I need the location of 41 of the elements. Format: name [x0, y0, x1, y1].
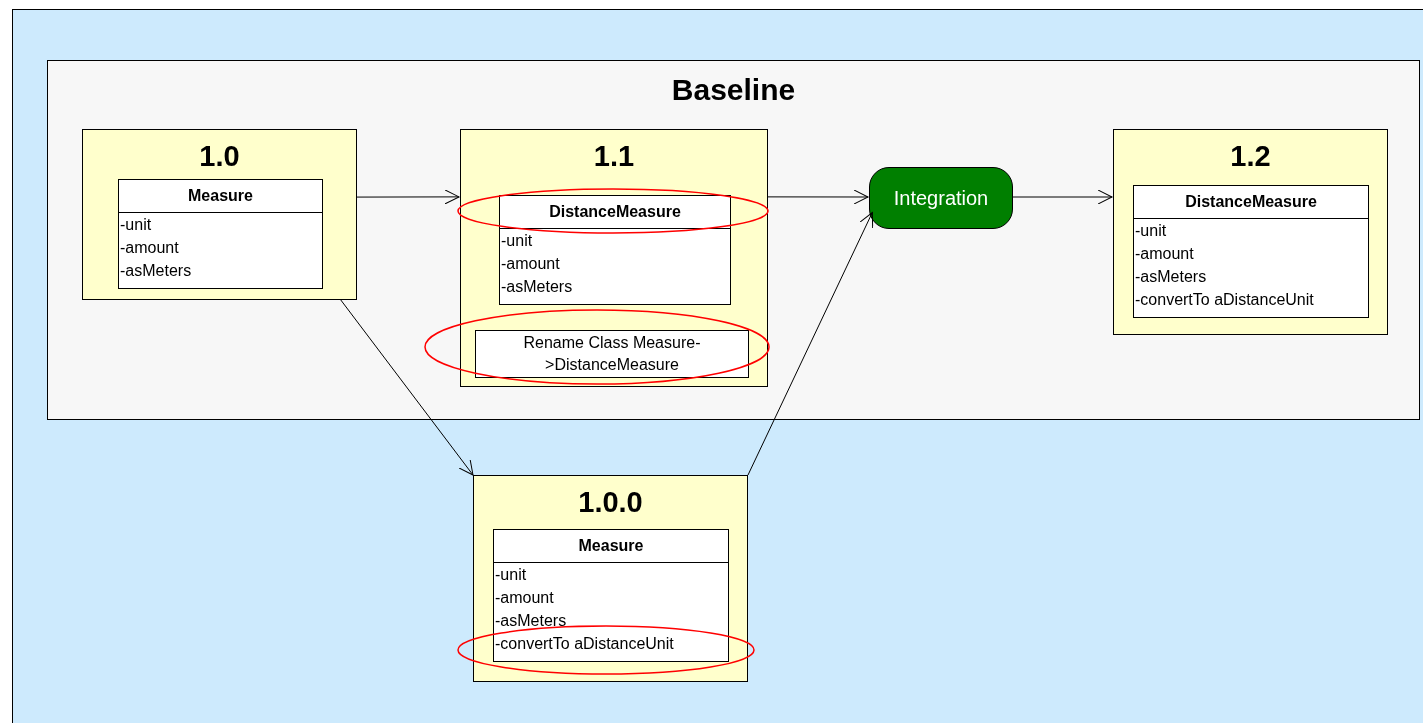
class-attribute: -unit	[494, 565, 528, 585]
class-attribute: -asMeters	[500, 277, 574, 297]
version-number: 1.0	[198, 140, 241, 173]
version-number: 1.0.0	[577, 486, 644, 519]
class-attribute: -asMeters	[494, 611, 568, 631]
class-box	[118, 179, 323, 289]
class-attribute: -convertTo aDistanceUnit	[1134, 290, 1315, 310]
baseline-panel	[47, 60, 1420, 420]
class-attribute: -unit	[119, 215, 153, 235]
class-name: Measure	[494, 530, 728, 563]
class-attribute: -convertTo aDistanceUnit	[494, 634, 675, 654]
activity-label: Integration	[893, 186, 989, 210]
class-name: DistanceMeasure	[500, 196, 730, 229]
class-attribute: -unit	[500, 231, 534, 251]
version-number: 1.2	[1229, 140, 1272, 173]
class-attribute: -unit	[1134, 221, 1168, 241]
class-attribute: -asMeters	[1134, 267, 1208, 287]
class-box	[499, 195, 731, 305]
arrow	[747, 212, 874, 476]
class-attribute: -amount	[500, 254, 561, 274]
class-attribute: -asMeters	[119, 261, 193, 281]
arrow	[1011, 189, 1113, 205]
arrow	[355, 189, 460, 205]
class-name: Measure	[119, 180, 322, 213]
version-box	[473, 475, 748, 682]
class-attribute: -amount	[119, 238, 180, 258]
arrow	[766, 189, 869, 205]
class-name: DistanceMeasure	[1134, 186, 1368, 219]
class-box	[1133, 185, 1369, 318]
version-box	[82, 129, 357, 300]
class-attribute: -amount	[494, 588, 555, 608]
note-box	[475, 330, 749, 378]
panel-title: Baseline	[670, 73, 797, 107]
class-attribute: -amount	[1134, 244, 1195, 264]
arrow	[339, 298, 474, 476]
version-box	[460, 129, 768, 387]
class-box	[493, 529, 729, 662]
version-number: 1.1	[592, 140, 636, 173]
note-text: Rename Class Measure->DistanceMeasure	[522, 333, 702, 375]
activity-node	[869, 167, 1013, 229]
version-box	[1113, 129, 1388, 335]
